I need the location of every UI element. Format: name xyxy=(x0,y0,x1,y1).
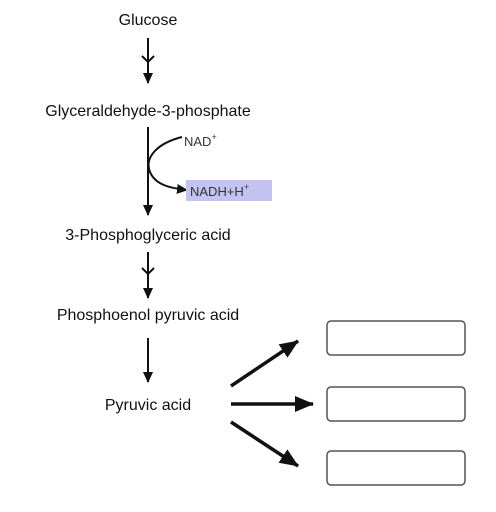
branch-arrow-up xyxy=(230,339,299,388)
nadh-label: NADH+H+ xyxy=(190,182,249,199)
step-glyceraldehyde-3-phosphate: Glyceraldehyde-3-phosphate xyxy=(45,103,251,120)
answer-box-3[interactable] xyxy=(326,450,466,486)
step-phosphoenol-pyruvic-acid: Phosphoenol pyruvic acid xyxy=(57,307,239,324)
step-glucose: Glucose xyxy=(119,12,178,29)
nad-plus-label: NAD+ xyxy=(184,132,217,149)
step-pyruvic-acid: Pyruvic acid xyxy=(105,397,191,414)
branch-arrow-down xyxy=(230,420,299,468)
step-3-phosphoglyceric-acid: 3-Phosphoglyceric acid xyxy=(65,227,230,244)
answer-box-2[interactable] xyxy=(326,386,466,422)
nad-base-text: NAD xyxy=(184,134,211,149)
nad-reduction-arrow xyxy=(147,136,188,194)
arrow-pga-to-pep xyxy=(141,252,155,299)
nadh-sup-text: + xyxy=(244,182,249,192)
arrow-glucose-to-g3p xyxy=(141,38,155,84)
nad-sup-text: + xyxy=(211,132,216,142)
nadh-highlight xyxy=(186,180,272,201)
answer-box-1[interactable] xyxy=(326,320,466,356)
nadh-base-text: NADH+H xyxy=(190,184,244,199)
